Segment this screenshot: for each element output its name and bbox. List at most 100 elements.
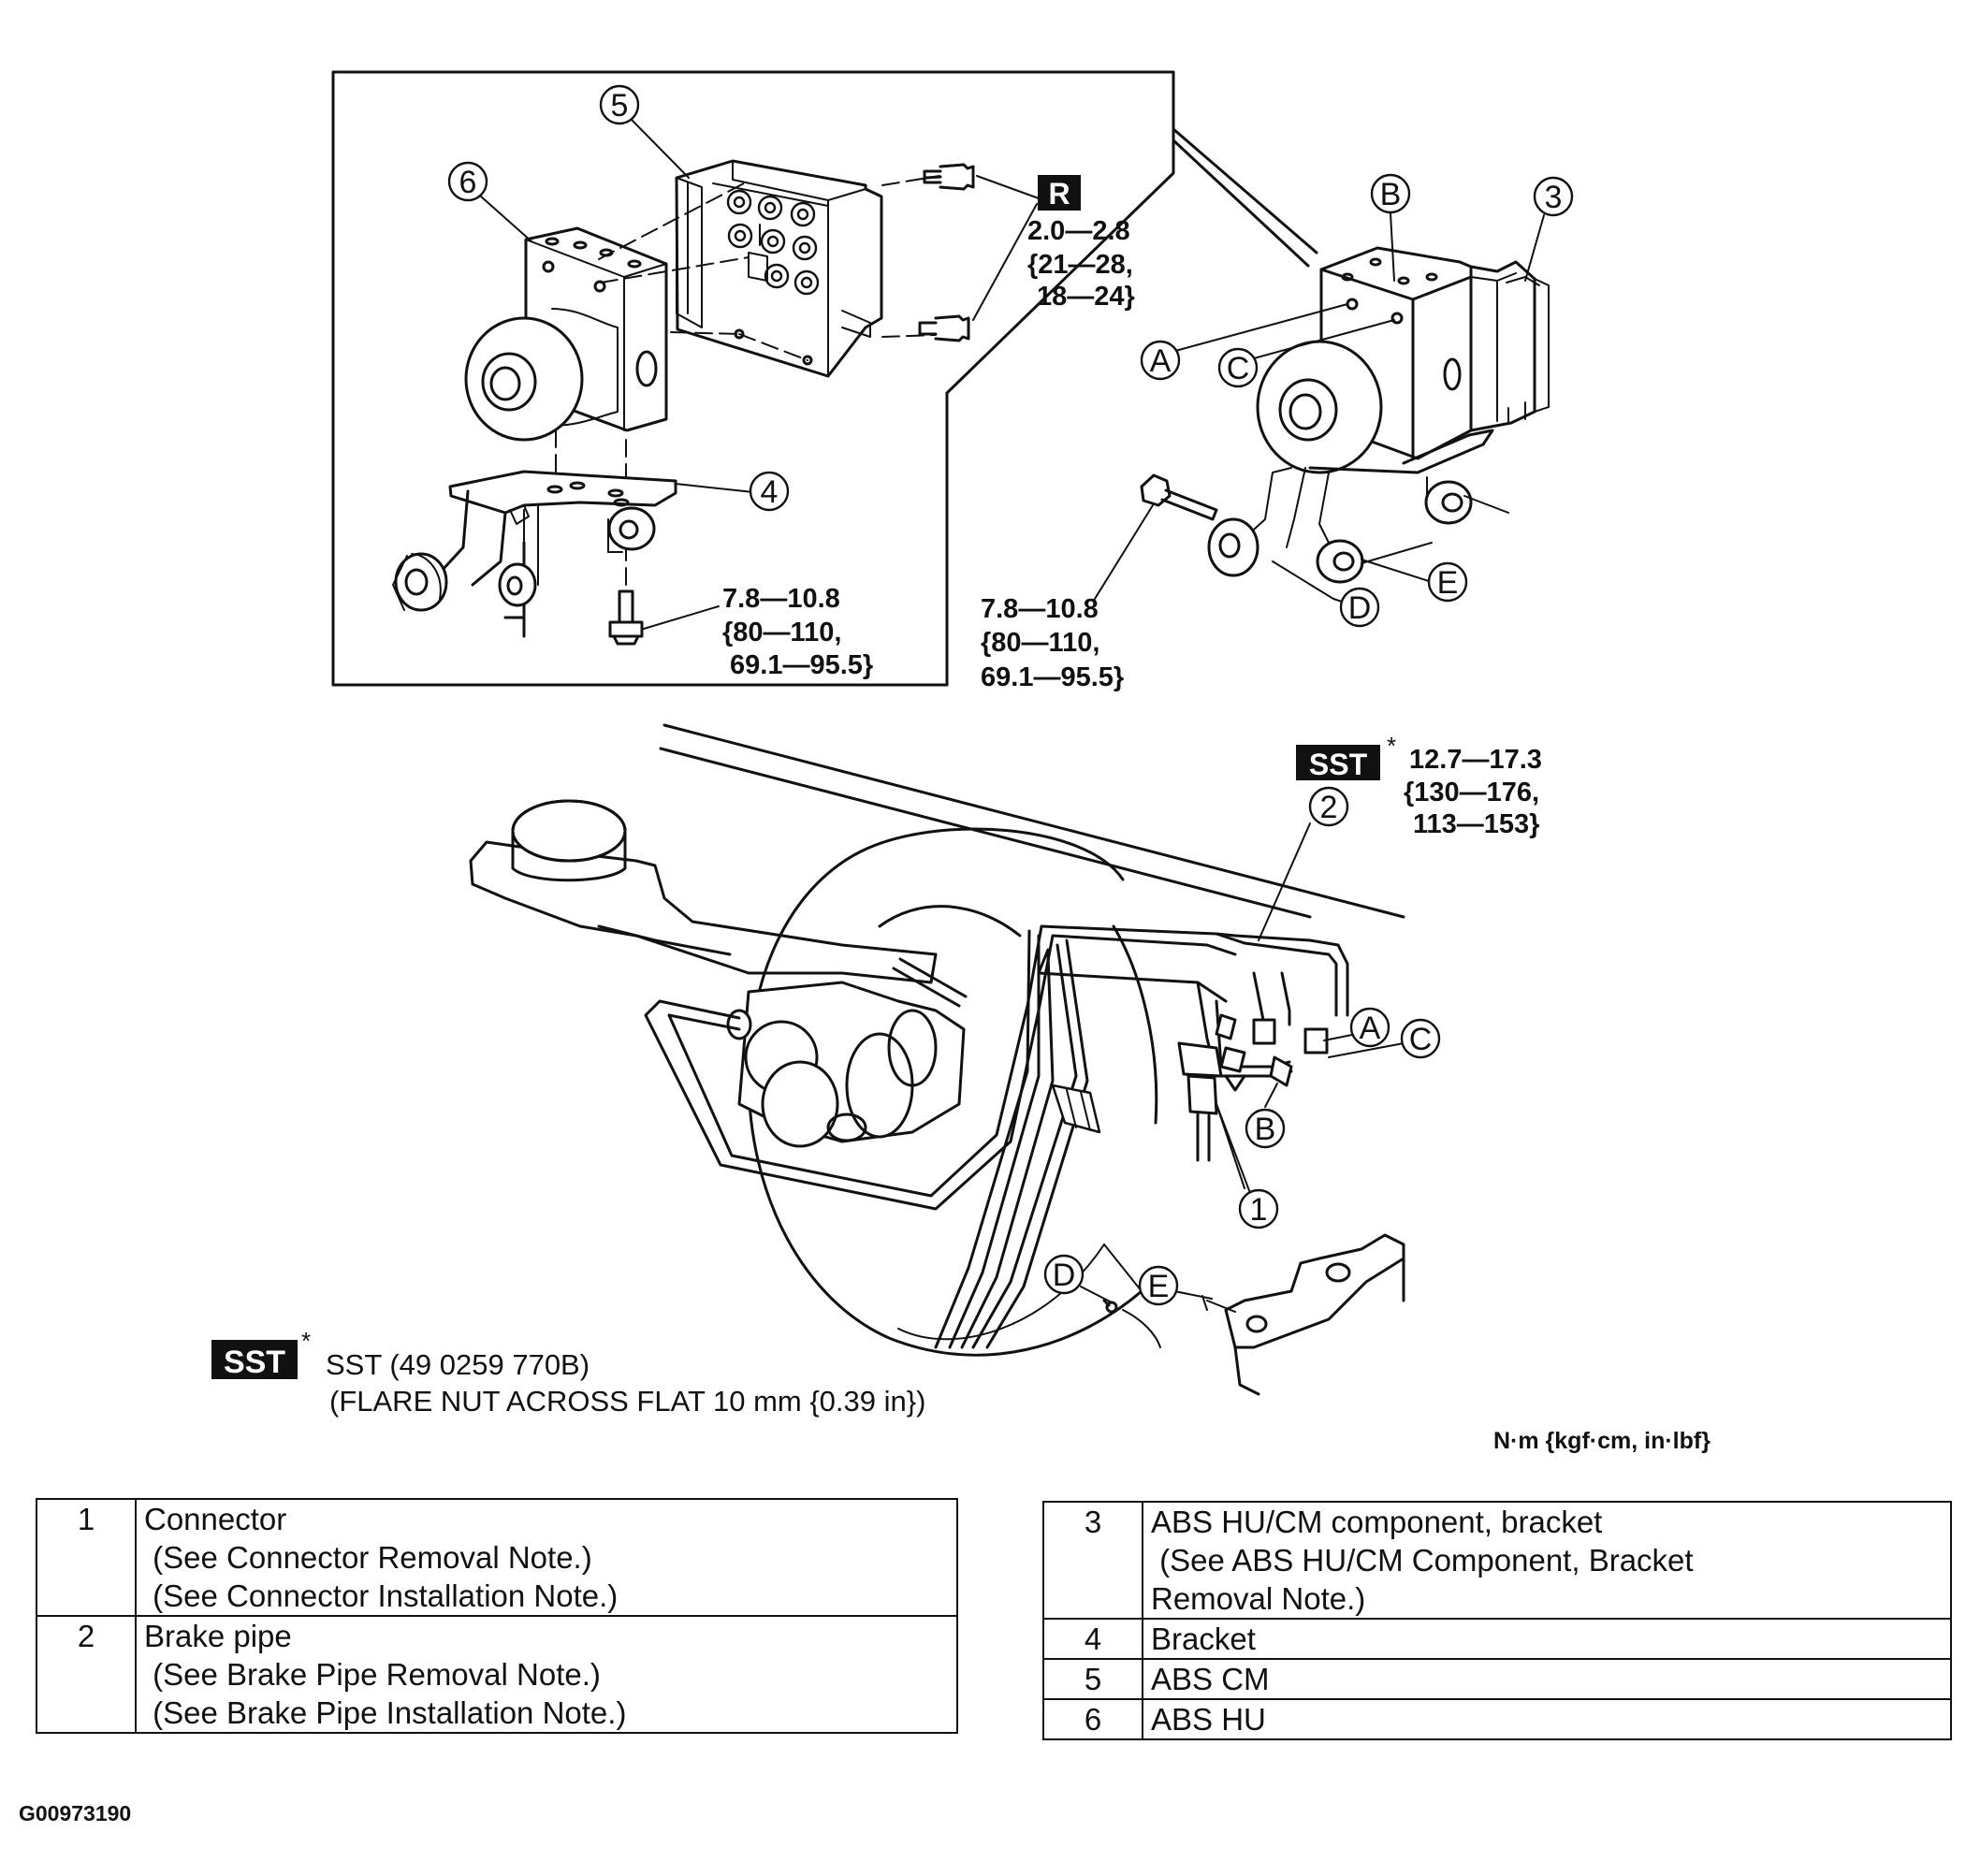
callout-circle-d [1339,587,1380,628]
units-label: N·m {kgf·cm, in·lbf} [1493,1428,1711,1454]
callout-c: C [1227,351,1250,386]
part-number: 5 [1042,1658,1143,1700]
leader-d-pre [1272,560,1334,600]
part-number: 3 [1042,1501,1143,1620]
part-line: ABS CM [1151,1662,1270,1696]
unit-bolt-drawing [1140,473,1218,521]
callout-circle-main-d [1043,1254,1085,1295]
callout-d: D [1348,590,1372,626]
torque-unit-3: 69.1—95.5} [981,662,1124,692]
pipe-fittings-drawing [1177,1013,1329,1189]
part-line: (See Connector Removal Note.) [144,1540,592,1575]
callout-circle-main-c [1400,1018,1441,1059]
torque-unit-1: 7.8—10.8 [981,594,1099,624]
parts-table-left: 1 Connector (See Connector Removal Note.… [36,1498,958,1734]
figure-id: G00973190 [19,1801,131,1825]
sst-asterisk: * [1387,732,1396,760]
callout-main-d: D [1053,1258,1076,1293]
leader-main-c [1328,1042,1405,1058]
inset-bolt-lower [918,314,970,342]
part-line: Connector [144,1502,287,1536]
sst-badge: SST [1309,748,1368,781]
part-number: 2 [36,1615,137,1734]
part-line: ABS HU/CM component, bracket [1151,1505,1603,1539]
callout-circle-4 [749,471,790,512]
leader-main-a [1323,1033,1358,1041]
callout-circle-3 [1533,176,1574,217]
part-line: (See Connector Installation Note.) [144,1578,619,1613]
inset-leader-upper [1172,127,1318,254]
part-description: Connector (See Connector Removal Note.) … [135,1498,958,1617]
callout-circle-1 [1238,1188,1279,1229]
inset-frame [331,70,1175,687]
leader-6 [480,196,532,242]
callout-circle-2 [1308,786,1349,827]
callout-3: 3 [1545,180,1563,215]
inset-leader-lower [1172,138,1310,268]
inset-bolt-leader-2 [972,203,1038,321]
part-line: Removal Note.) [1151,1581,1366,1616]
sst-note-badge-box [211,1340,298,1379]
callout-circle-6 [447,161,488,202]
callout-main-b: B [1255,1112,1276,1147]
callout-circle-c [1217,347,1259,388]
callout-circle-main-a [1349,1007,1390,1048]
torque-inset-bottom-3: 69.1—95.5} [730,650,873,680]
part-number: 1 [36,1498,137,1617]
sst-note-asterisk: * [301,1327,311,1355]
brake-pipe-bundle [644,924,1349,1349]
leader-5 [630,118,690,179]
torque-pipe-3: 113—153} [1413,809,1539,839]
r-badge: R [1048,177,1070,211]
part-description: ABS CM [1142,1658,1952,1700]
torque-inset-bottom-2: {80—110, [722,618,841,647]
part-description: ABS HU [1142,1698,1952,1740]
torque-inset-top-3: 18—24} [1037,282,1135,312]
part-line: ABS HU [1151,1702,1266,1737]
part-number: 6 [1042,1698,1143,1740]
pipe-clamp-drawing [1051,1083,1101,1134]
sst-note-badge: SST [224,1345,285,1380]
torque-pipe-2: {130—176, [1404,778,1539,807]
part-description: Brake pipe (See Brake Pipe Removal Note.… [135,1615,958,1734]
part-description: ABS HU/CM component, bracket (See ABS HU… [1142,1501,1952,1620]
body-panel-line-2 [659,747,1312,919]
assembled-unit-drawing [1207,246,1550,584]
callout-b: B [1380,177,1402,212]
sst-note-line-1: SST (49 0259 770B) [326,1348,590,1381]
leader-main-d [1080,1286,1113,1303]
part-line: Bracket [1151,1622,1256,1656]
table-row: 4 Bracket [1042,1618,1952,1660]
part-line: (See Brake Pipe Installation Note.) [144,1695,627,1730]
leader-e [1361,559,1433,583]
callout-circle-5 [599,84,640,125]
leader-2 [1258,822,1311,941]
table-row: 3 ABS HU/CM component, bracket (See ABS … [1042,1501,1952,1620]
leader-main-b [1264,1083,1278,1108]
callout-main-a: A [1360,1011,1381,1046]
leader-b [1390,212,1395,282]
torque-inset-bottom-1: 7.8—10.8 [722,584,840,614]
callout-e: E [1437,565,1459,601]
callout-main-c: C [1409,1022,1433,1057]
table-row: 2 Brake pipe (See Brake Pipe Removal Not… [36,1615,958,1734]
inset-bolt-upper [923,163,975,191]
leader-main-e [1173,1290,1213,1300]
part-line: (See Brake Pipe Removal Note.) [144,1657,601,1692]
callout-6: 6 [459,165,477,200]
sst-badge-box [1296,745,1380,780]
table-row: 1 Connector (See Connector Removal Note.… [36,1498,958,1617]
parts-table-right: 3 ABS HU/CM component, bracket (See ABS … [1042,1501,1952,1740]
master-cylinder-drawing [469,799,938,984]
inset-bolt-leader-1 [976,175,1040,199]
callout-1: 1 [1250,1192,1268,1228]
r-badge-box [1038,175,1081,211]
inset-bracket-bolt [608,589,644,646]
body-panel-line-1 [662,723,1405,919]
part-description: Bracket [1142,1618,1952,1660]
inset-bracket-drawing [392,470,677,638]
torque-pipe-1: 12.7—17.3 [1409,745,1542,775]
torque-unit-2: {80—110, [981,628,1099,658]
callout-4: 4 [761,474,779,510]
table-row: 5 ABS CM [1042,1658,1952,1700]
